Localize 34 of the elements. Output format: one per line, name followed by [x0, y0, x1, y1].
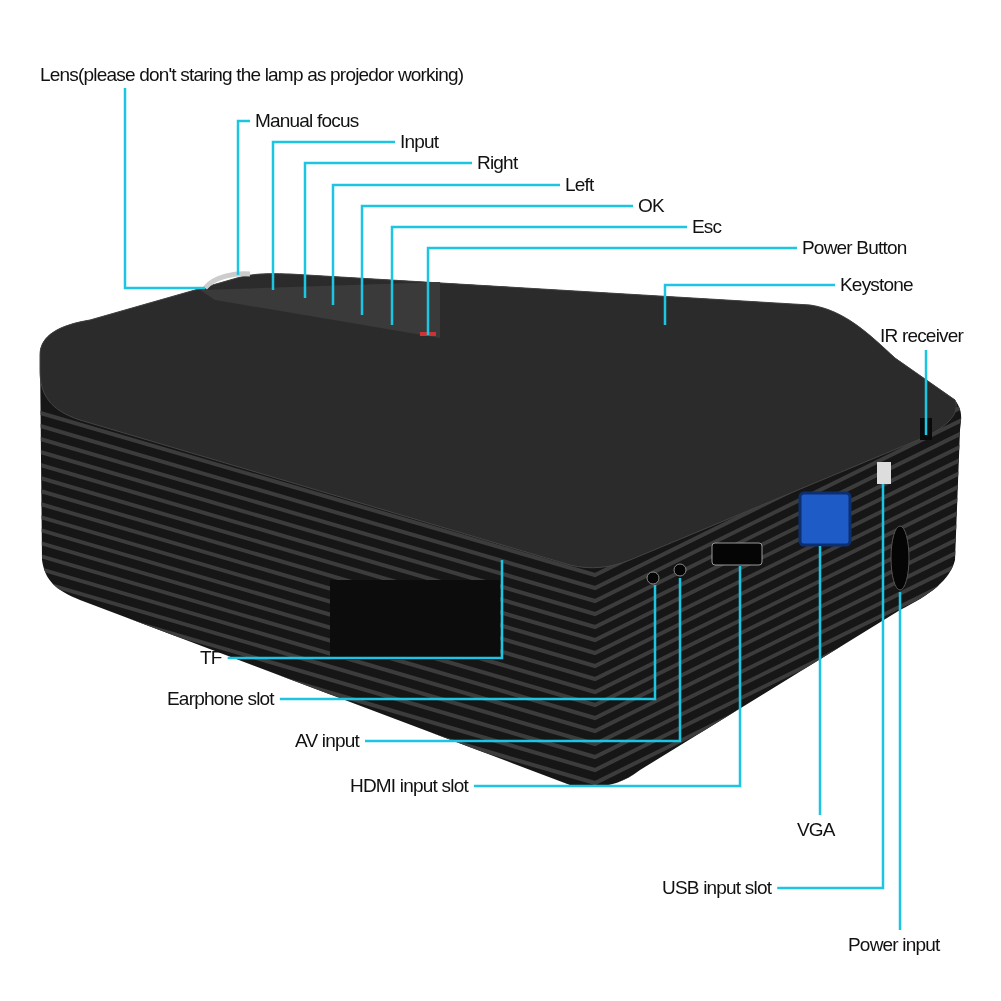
leader-line [777, 484, 885, 890]
leader-line [390, 225, 687, 325]
part-label: Power Button [802, 237, 907, 259]
leader-line [473, 566, 742, 788]
leader-line [924, 350, 928, 435]
part-label: HDMI input slot [350, 775, 468, 797]
part-label: Left [565, 174, 594, 196]
part-label: USB input slot [662, 877, 772, 899]
leader-line [426, 246, 797, 335]
part-label: AV input [295, 730, 359, 752]
part-label: OK [638, 195, 664, 217]
leader-line [123, 88, 205, 290]
part-label: TF [200, 647, 222, 669]
leader-line [227, 560, 504, 660]
leader-line [365, 578, 682, 743]
leader-line [279, 585, 657, 701]
part-label: Right [477, 152, 518, 174]
leader-line [303, 161, 472, 298]
leader-line [271, 140, 395, 290]
leader-line [898, 592, 902, 930]
leader-line [236, 119, 250, 275]
part-label: Manual focus [255, 110, 359, 132]
leader-line [360, 204, 633, 315]
leader-line [818, 546, 822, 815]
part-label: IR receiver [880, 325, 964, 347]
part-label: Keystone [840, 274, 913, 296]
leader-line [331, 183, 560, 305]
part-label: VGA [797, 819, 835, 841]
part-label: Earphone slot [167, 688, 274, 710]
part-label: Esc [692, 216, 722, 238]
leader-line [663, 283, 835, 325]
part-label: Power input [848, 934, 940, 956]
part-label: Input [400, 131, 439, 153]
part-label: Lens(please don't staring the lamp as projedor working) [40, 64, 464, 86]
